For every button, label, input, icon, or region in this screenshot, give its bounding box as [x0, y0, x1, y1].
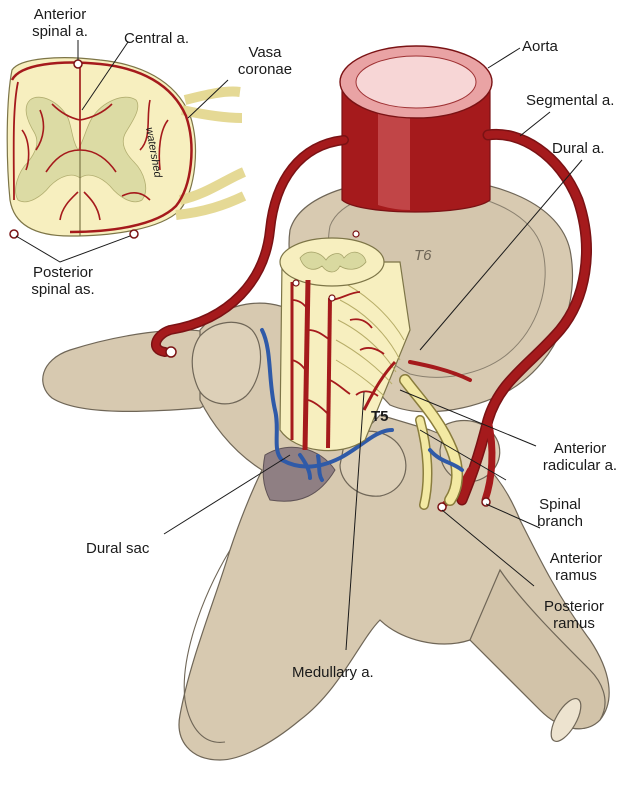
cord-grey-matter: [300, 252, 366, 272]
label-spinal-branch: Spinal branch: [520, 496, 600, 530]
leader-posterior-spinal: [16, 236, 130, 262]
label-medullary-artery: Medullary a.: [292, 664, 374, 681]
inset-posterior-spinal-artery-right: [130, 230, 138, 238]
leader-segmental: [520, 112, 550, 136]
label-dural-artery: Dural a.: [552, 140, 605, 157]
label-anterior-radicular-artery: Anterior radicular a.: [532, 440, 628, 474]
t6-label: T6: [414, 247, 432, 264]
t5-label: T5: [371, 408, 389, 425]
segmental-cut-end: [166, 347, 176, 357]
label-central-artery: Central a.: [124, 30, 189, 47]
label-posterior-ramus: Posterior ramus: [524, 598, 624, 632]
label-anterior-spinal-artery: Anterior spinal a.: [10, 6, 110, 40]
cord-cross-section-inset: watershed: [7, 58, 244, 238]
label-anterior-ramus: Anterior ramus: [528, 550, 624, 584]
label-posterior-spinal-arteries: Posterior spinal as.: [8, 264, 118, 298]
aorta: [340, 46, 492, 212]
label-dural-sac: Dural sac: [86, 540, 149, 557]
label-vasa-coronae: Vasa coronae: [220, 44, 310, 78]
inset-anterior-spinal-artery: [74, 60, 82, 68]
articular-process-left: [192, 322, 260, 404]
label-segmental-artery: Segmental a.: [526, 92, 614, 109]
aorta-lumen: [356, 56, 476, 108]
label-aorta: Aorta: [522, 38, 558, 55]
leader-aorta: [488, 48, 520, 68]
